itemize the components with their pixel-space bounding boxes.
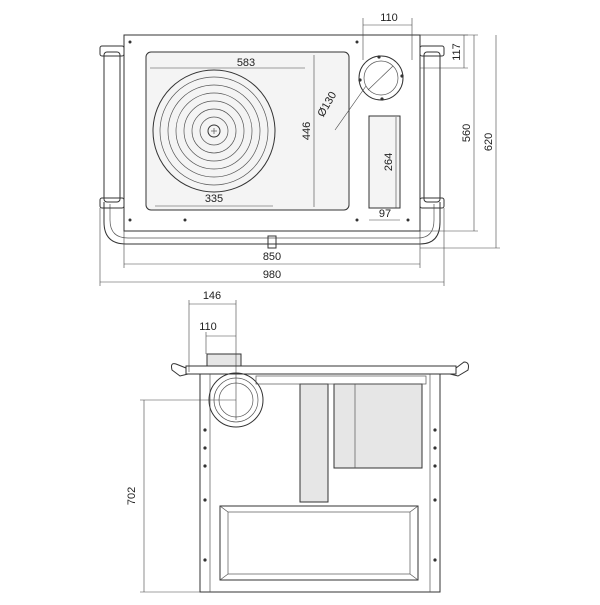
side-handle-right	[449, 361, 469, 377]
side-view: 146 110 702	[126, 290, 469, 593]
dim-ring-diameter: 335	[205, 193, 223, 205]
dim-flue-height: 702	[126, 487, 138, 505]
lower-frame	[219, 505, 419, 581]
flue-stub	[206, 353, 242, 367]
dim-width-outer: 980	[263, 269, 281, 281]
hob-rings	[152, 69, 276, 193]
oven-box	[333, 383, 423, 469]
fire-door	[299, 383, 329, 503]
flue-opening-top	[358, 55, 404, 101]
dim-width-inner: 850	[263, 251, 281, 263]
dim-flue-offset-top: 117	[451, 43, 463, 61]
dim-flue-width-side: 110	[199, 321, 217, 333]
top-duct	[255, 375, 427, 385]
dim-flue-offset-side: 146	[203, 290, 221, 302]
side-body	[199, 373, 441, 593]
dim-slot-height: 264	[383, 153, 395, 171]
dim-depth-inner: 560	[461, 124, 473, 142]
top-body-outline	[123, 34, 421, 232]
dim-depth-outer: 620	[483, 133, 495, 151]
top-view: 110 117 583 446 Ø130 335 264 97 560 620	[99, 12, 500, 286]
screws	[128, 40, 410, 222]
dim-plate-width: 583	[237, 57, 255, 69]
side-handle-left	[171, 363, 189, 377]
dim-plate-depth: 446	[301, 122, 313, 140]
side-top-plate	[185, 365, 457, 375]
ash-slot	[368, 115, 401, 209]
cooking-plate	[145, 51, 350, 211]
dim-flue-width-top: 110	[380, 12, 398, 24]
side-holes	[203, 428, 437, 562]
dim-slot-width: 97	[379, 208, 391, 220]
